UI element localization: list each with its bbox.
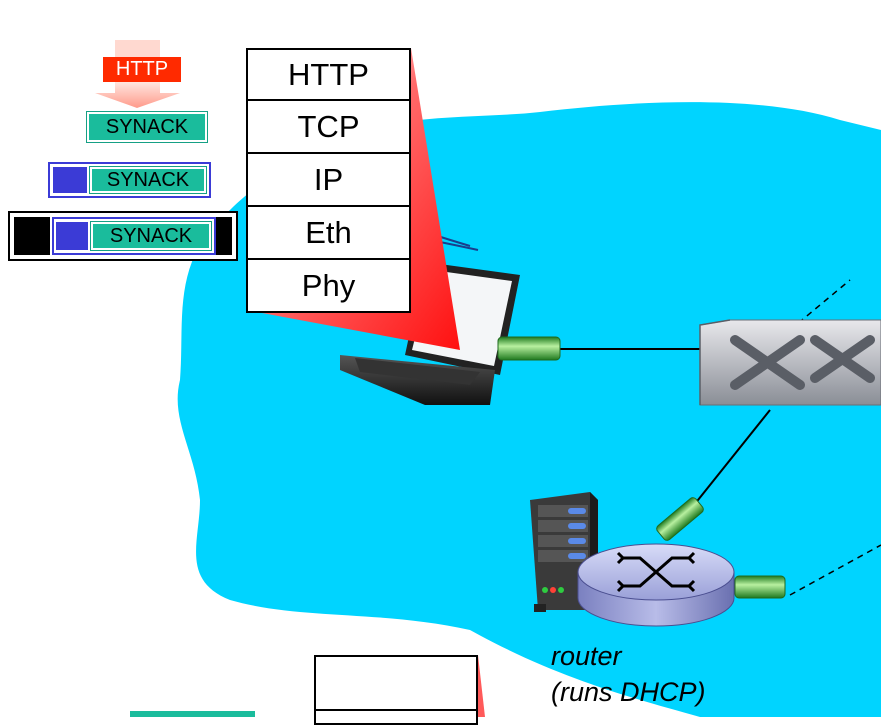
eth-header	[14, 217, 50, 255]
layer-tcp: TCP	[246, 101, 411, 154]
router-icon	[577, 543, 735, 627]
layer-http: HTTP	[246, 48, 411, 101]
eth-trailer	[216, 217, 232, 255]
ip-header	[53, 167, 87, 193]
layer-ip: IP	[246, 154, 411, 207]
encapsulation-arrow	[95, 82, 180, 108]
tcp-segment: SYNACK	[86, 111, 208, 143]
router-uplink-connector	[656, 497, 704, 541]
router-label-role: (runs DHCP)	[551, 677, 706, 707]
eth-payload-datagram: SYNACK	[52, 217, 216, 255]
eth-payload-segment: SYNACK	[90, 221, 212, 251]
lower-green-bar	[130, 711, 255, 717]
ethernet-frame: SYNACK	[8, 211, 238, 261]
protocol-stack: HTTP TCP IP Eth Phy	[246, 48, 411, 313]
router-label-name: router	[551, 641, 622, 671]
lower-protocol-stack	[314, 655, 478, 725]
router-label: router (runs DHCP)	[551, 638, 706, 710]
layer-phy: Phy	[246, 260, 411, 313]
encapsulation-arrow-stem	[115, 40, 160, 60]
lower-stack-divider	[316, 709, 476, 711]
link-switch-router	[689, 409, 771, 511]
switch-icon	[699, 319, 881, 406]
layer-eth: Eth	[246, 207, 411, 260]
router-east-connector	[734, 575, 786, 599]
ip-payload-segment: SYNACK	[89, 166, 207, 194]
laptop-nic-connector	[497, 336, 561, 361]
http-message: HTTP	[103, 57, 181, 82]
eth-ip-header	[56, 222, 88, 250]
ip-datagram: SYNACK	[47, 161, 212, 199]
